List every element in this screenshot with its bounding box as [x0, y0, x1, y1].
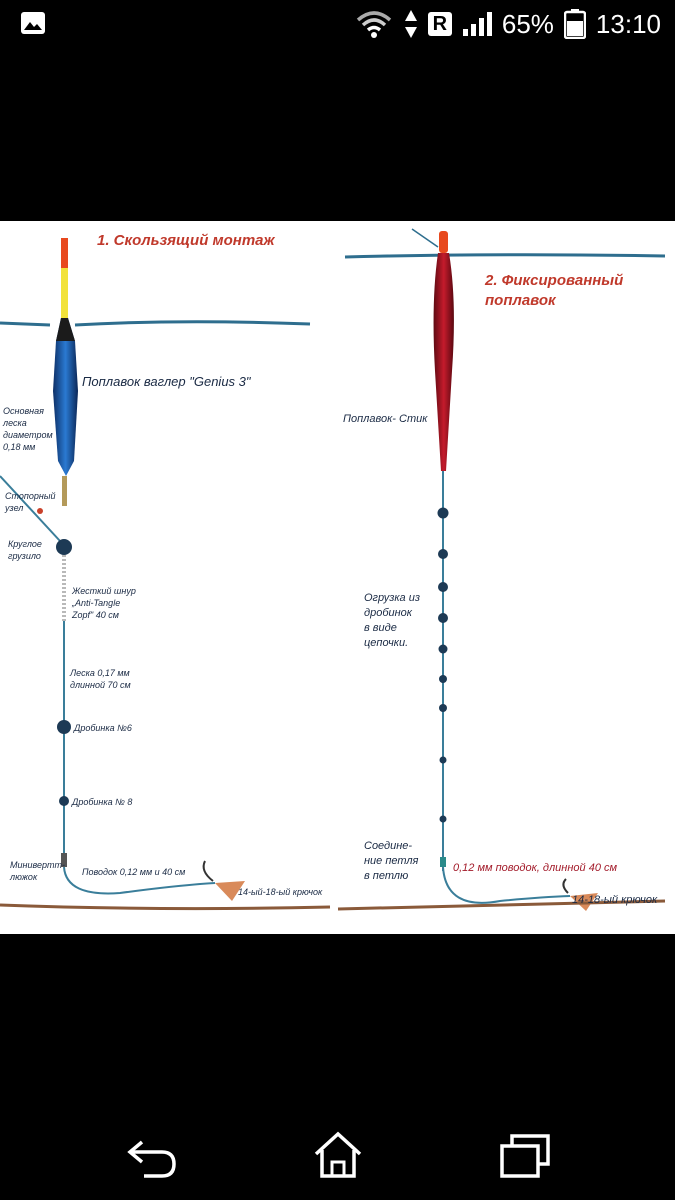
label-main-line-3: диаметром: [3, 430, 53, 440]
stick-float: [433, 231, 454, 471]
label-hook-left: 14-ый-18-ый крючок: [238, 887, 323, 897]
home-button-icon[interactable]: [308, 1130, 368, 1180]
label-stopper-2: узел: [4, 503, 23, 513]
mini-swivel: [61, 853, 67, 867]
label-stiff-cord-3: Zopf" 40 см: [71, 610, 119, 620]
clock: 13:10: [595, 8, 661, 39]
status-bar: R 65% 13:10: [0, 0, 675, 48]
battery-percent: 65%: [501, 8, 554, 39]
label-stopper-1: Стопорный: [5, 491, 55, 501]
label-shot-6: Дробинка №6: [73, 723, 132, 733]
signal-icon: [462, 12, 492, 36]
label-round-sinker-2: грузило: [8, 551, 41, 561]
navigation-bar: [0, 1100, 675, 1200]
shot-chain-7: [439, 704, 447, 712]
label-loop-3: в петлю: [364, 870, 408, 882]
label-swivel-2: люжок: [9, 872, 38, 882]
label-loop-2: ние петля: [364, 855, 419, 867]
roaming-badge: R: [427, 12, 452, 36]
label-leader-left: Поводок 0,12 мм и 40 см: [82, 867, 185, 877]
loop-connector: [440, 857, 446, 867]
water-surface-left: [0, 320, 311, 327]
shot-chain-3: [438, 582, 448, 592]
ground-left: [0, 903, 331, 911]
shot-chain-8: [439, 756, 447, 764]
shot-chain-1: [437, 507, 449, 519]
label-leader-right: 0,12 мм поводок, длинной 40 см: [453, 862, 617, 874]
battery-icon: [563, 9, 586, 39]
waggler-float: [53, 238, 78, 506]
label-shot-chain-3: в виде: [364, 622, 397, 634]
label-shot-8: Дробинка № 8: [71, 797, 132, 807]
leader-right: [442, 866, 571, 904]
label-hook-right: 14-18-ый крючок: [572, 894, 658, 906]
label-line-017-1: Леска 0,17 мм: [69, 668, 130, 678]
label-stick-float: Поплавок- Стик: [343, 413, 428, 425]
back-button-icon[interactable]: [122, 1130, 182, 1180]
title-fixed-float-1: 2. Фиксированный: [484, 272, 623, 289]
hook-left: [202, 860, 245, 901]
label-main-line-1: Основная: [3, 406, 44, 416]
wifi-icon: [356, 11, 392, 38]
diagram-svg: 1. Скользящий монтаж Поплавок ваглер "Ge…: [0, 228, 666, 911]
sight-line: [411, 228, 439, 248]
label-swivel-1: Минивертт-: [10, 860, 65, 870]
label-stiff-cord-1: Жесткий шнур: [71, 586, 136, 596]
title-sliding-rig: 1. Скользящий монтаж: [97, 232, 276, 249]
label-loop-1: Соедине-: [364, 840, 412, 852]
label-main-line-2: леска: [2, 418, 27, 428]
shot-8: [59, 796, 69, 806]
label-shot-chain-4: цепочки.: [364, 637, 408, 649]
shot-chain-4: [438, 613, 448, 623]
label-main-line-4: 0,18 мм: [3, 442, 35, 452]
label-stiff-cord-2: „Anti-Tangle: [71, 598, 120, 608]
shot-chain-5: [438, 644, 448, 654]
shot-chain-9: [439, 815, 447, 823]
label-shot-chain-1: Огрузка из: [364, 592, 420, 604]
label-line-017-2: длинной 70 см: [70, 680, 131, 690]
shot-chain-6: [439, 675, 447, 683]
label-round-sinker-1: Круглое: [8, 539, 42, 549]
ground-right: [337, 899, 666, 911]
title-fixed-float-2: поплавок: [485, 292, 557, 309]
data-arrows-icon: [404, 10, 417, 38]
recent-apps-button-icon[interactable]: [496, 1130, 556, 1180]
water-surface-right: [344, 253, 666, 259]
fishing-rig-diagram[interactable]: 1. Скользящий монтаж Поплавок ваглер "Ge…: [0, 221, 675, 934]
gallery-icon: [21, 12, 45, 34]
stopper-knot: [37, 508, 43, 514]
round-sinker: [56, 539, 72, 555]
label-waggler-float: Поплавок ваглер "Genius 3": [82, 374, 252, 389]
shot-6: [57, 720, 71, 734]
main-line: [0, 475, 61, 542]
shot-chain-2: [438, 549, 448, 559]
label-shot-chain-2: дробинок: [364, 607, 413, 619]
leader-left: [63, 866, 216, 895]
